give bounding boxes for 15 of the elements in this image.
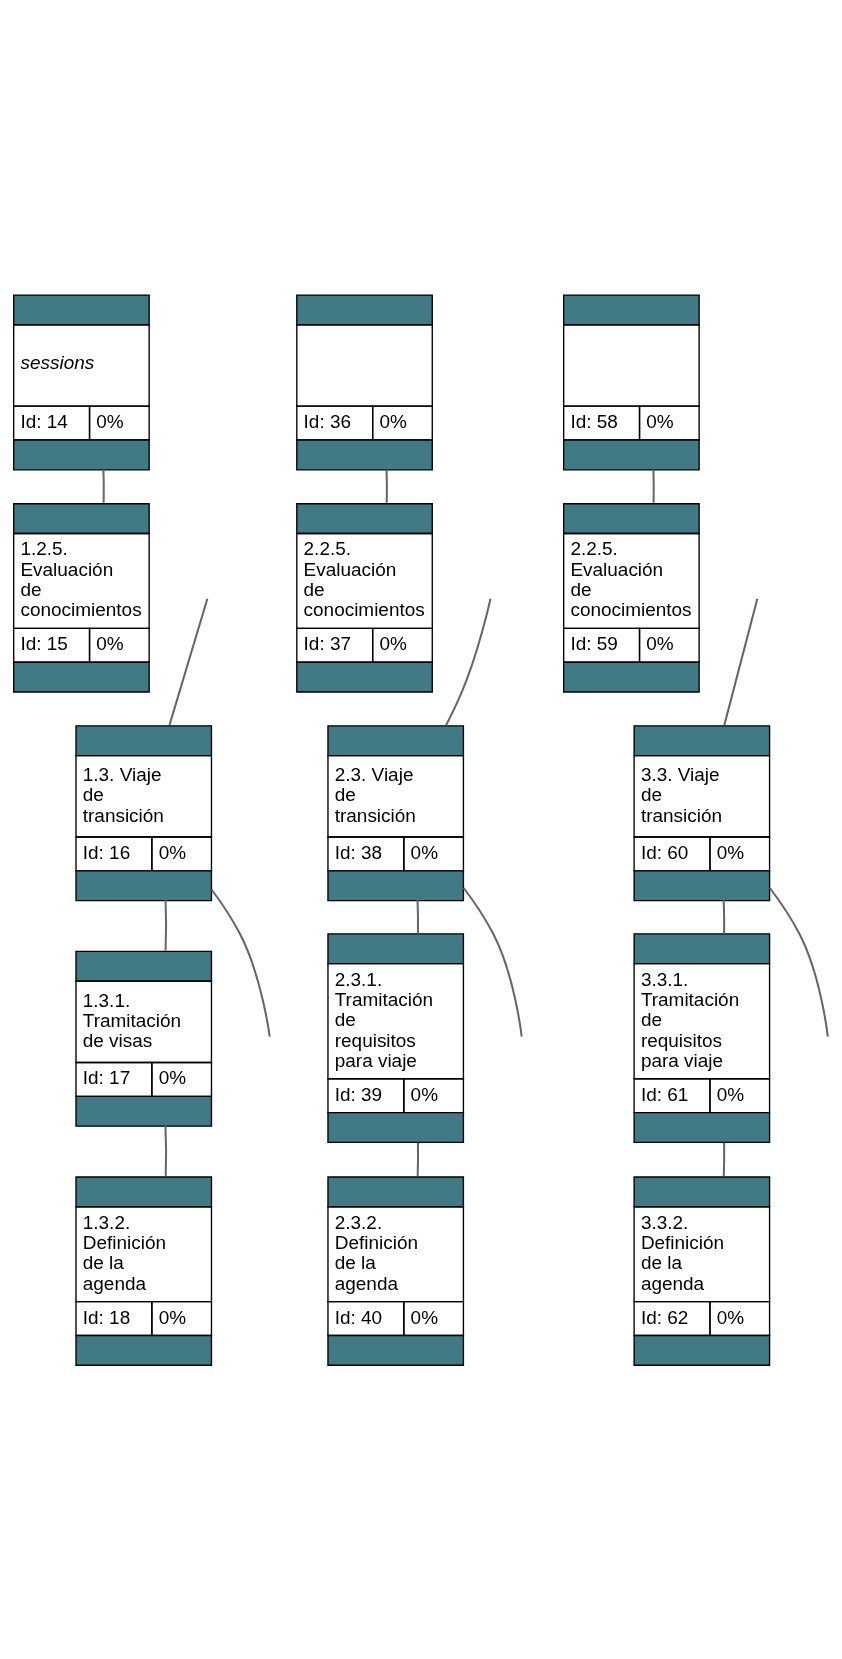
connector (722, 1142, 726, 1177)
connector (769, 887, 829, 1037)
connector (164, 1125, 168, 1176)
connector (652, 469, 655, 503)
connector (416, 900, 420, 934)
connector (416, 1142, 420, 1177)
connector (210, 888, 271, 1037)
connector (385, 469, 388, 503)
connector (723, 598, 759, 726)
connector (722, 900, 726, 934)
connector (445, 598, 492, 726)
connector (462, 887, 523, 1037)
connector (102, 469, 105, 503)
connector (164, 900, 168, 951)
connector (168, 598, 209, 726)
